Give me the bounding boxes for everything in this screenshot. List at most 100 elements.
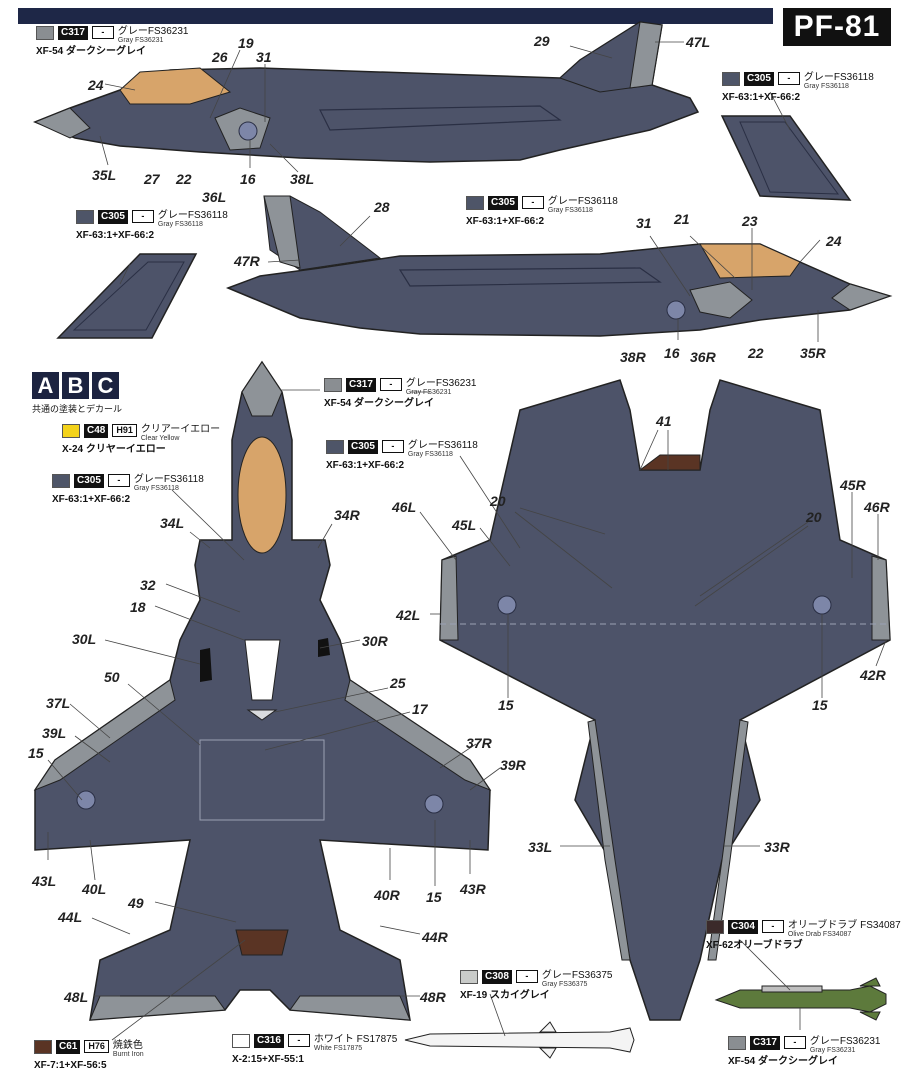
marker-34L: 34L	[160, 515, 184, 531]
marker-37R: 37R	[466, 735, 493, 751]
marker-19: 19	[238, 35, 254, 51]
marker-30R: 30R	[362, 633, 389, 649]
marker-43L: 43L	[31, 873, 56, 889]
color-swatch	[232, 1034, 250, 1048]
color-swatch	[52, 474, 70, 488]
marker-48L: 48L	[63, 989, 88, 1005]
variant-letters: A B C	[32, 372, 119, 399]
marker-22b: 22	[747, 345, 764, 361]
marker-38R: 38R	[620, 349, 647, 365]
marker-45L: 45L	[451, 517, 476, 533]
marker-46L: 46L	[391, 499, 416, 515]
bomb-drawing	[714, 977, 887, 1021]
plan-view-top	[33, 360, 492, 1021]
color-swatch	[34, 1040, 52, 1054]
color-swatch	[466, 196, 484, 210]
marker-32: 32	[140, 577, 156, 593]
marker-15c: 15	[498, 697, 514, 713]
stabilizer-left-view	[56, 253, 198, 339]
marker-15b: 15	[426, 889, 442, 905]
color-swatch	[722, 72, 740, 86]
side-view-left	[32, 21, 700, 163]
marker-24a: 24	[87, 77, 104, 93]
color-swatch	[324, 378, 342, 392]
marker-20b: 20	[805, 509, 822, 525]
marker-42L: 42L	[395, 607, 420, 623]
marker-35L: 35L	[92, 167, 116, 183]
marker-45R: 45R	[839, 477, 867, 493]
marker-36L: 36L	[202, 189, 226, 205]
marker-35R: 35R	[800, 345, 827, 361]
marker-42R: 42R	[859, 667, 887, 683]
marker-24b: 24	[825, 233, 842, 249]
marker-21: 21	[673, 211, 690, 227]
marker-44L: 44L	[57, 909, 82, 925]
leader-lines	[47, 41, 887, 1041]
marker-39R: 39R	[500, 757, 527, 773]
marker-34R: 34R	[334, 507, 361, 523]
color-swatch	[326, 440, 344, 454]
marker-49: 49	[127, 895, 144, 911]
marker-15d: 15	[812, 697, 828, 713]
marker-40R: 40R	[373, 887, 401, 903]
marker-44R: 44R	[421, 929, 449, 945]
marker-47R: 47R	[233, 253, 261, 269]
marker-48R: 48R	[419, 989, 447, 1005]
stabilizer-right-view	[720, 115, 852, 201]
marker-25: 25	[389, 675, 406, 691]
marker-26: 26	[211, 49, 228, 65]
marker-31b: 31	[636, 215, 652, 231]
marker-41: 41	[655, 413, 672, 429]
marker-38L: 38L	[290, 171, 314, 187]
marker-15a: 15	[28, 745, 44, 761]
marker-22a: 22	[175, 171, 192, 187]
marker-36R: 36R	[690, 349, 717, 365]
marker-37L: 37L	[46, 695, 70, 711]
sheet-code-badge: PF-81	[783, 8, 891, 46]
marker-50: 50	[104, 669, 120, 685]
variant-letter-a: A	[32, 372, 59, 399]
variant-letter-c: C	[92, 372, 119, 399]
plan-view-bottom	[439, 379, 891, 1021]
side-view-right	[225, 195, 893, 337]
color-swatch	[76, 210, 94, 224]
marker-47L: 47L	[685, 34, 710, 50]
marker-27: 27	[143, 171, 161, 187]
marker-20a: 20	[489, 493, 506, 509]
color-swatch	[728, 1036, 746, 1050]
marker-33L: 33L	[528, 839, 552, 855]
marker-28: 28	[373, 199, 390, 215]
marker-29: 29	[533, 33, 550, 49]
color-swatch	[460, 970, 478, 984]
marker-43R: 43R	[459, 881, 487, 897]
top-header-bar	[18, 8, 773, 24]
marker-40L: 40L	[81, 881, 106, 897]
color-swatch	[62, 424, 80, 438]
marker-17: 17	[412, 701, 429, 717]
marker-33R: 33R	[764, 839, 791, 855]
missile-drawing	[404, 1021, 635, 1059]
marker-16a: 16	[240, 171, 256, 187]
color-swatch	[36, 26, 54, 40]
marker-16b: 16	[664, 345, 680, 361]
marker-46R: 46R	[863, 499, 891, 515]
color-swatch	[706, 920, 724, 934]
marker-23: 23	[741, 213, 758, 229]
marker-39L: 39L	[42, 725, 66, 741]
variant-caption: 共通の塗装とデカール	[32, 404, 123, 414]
